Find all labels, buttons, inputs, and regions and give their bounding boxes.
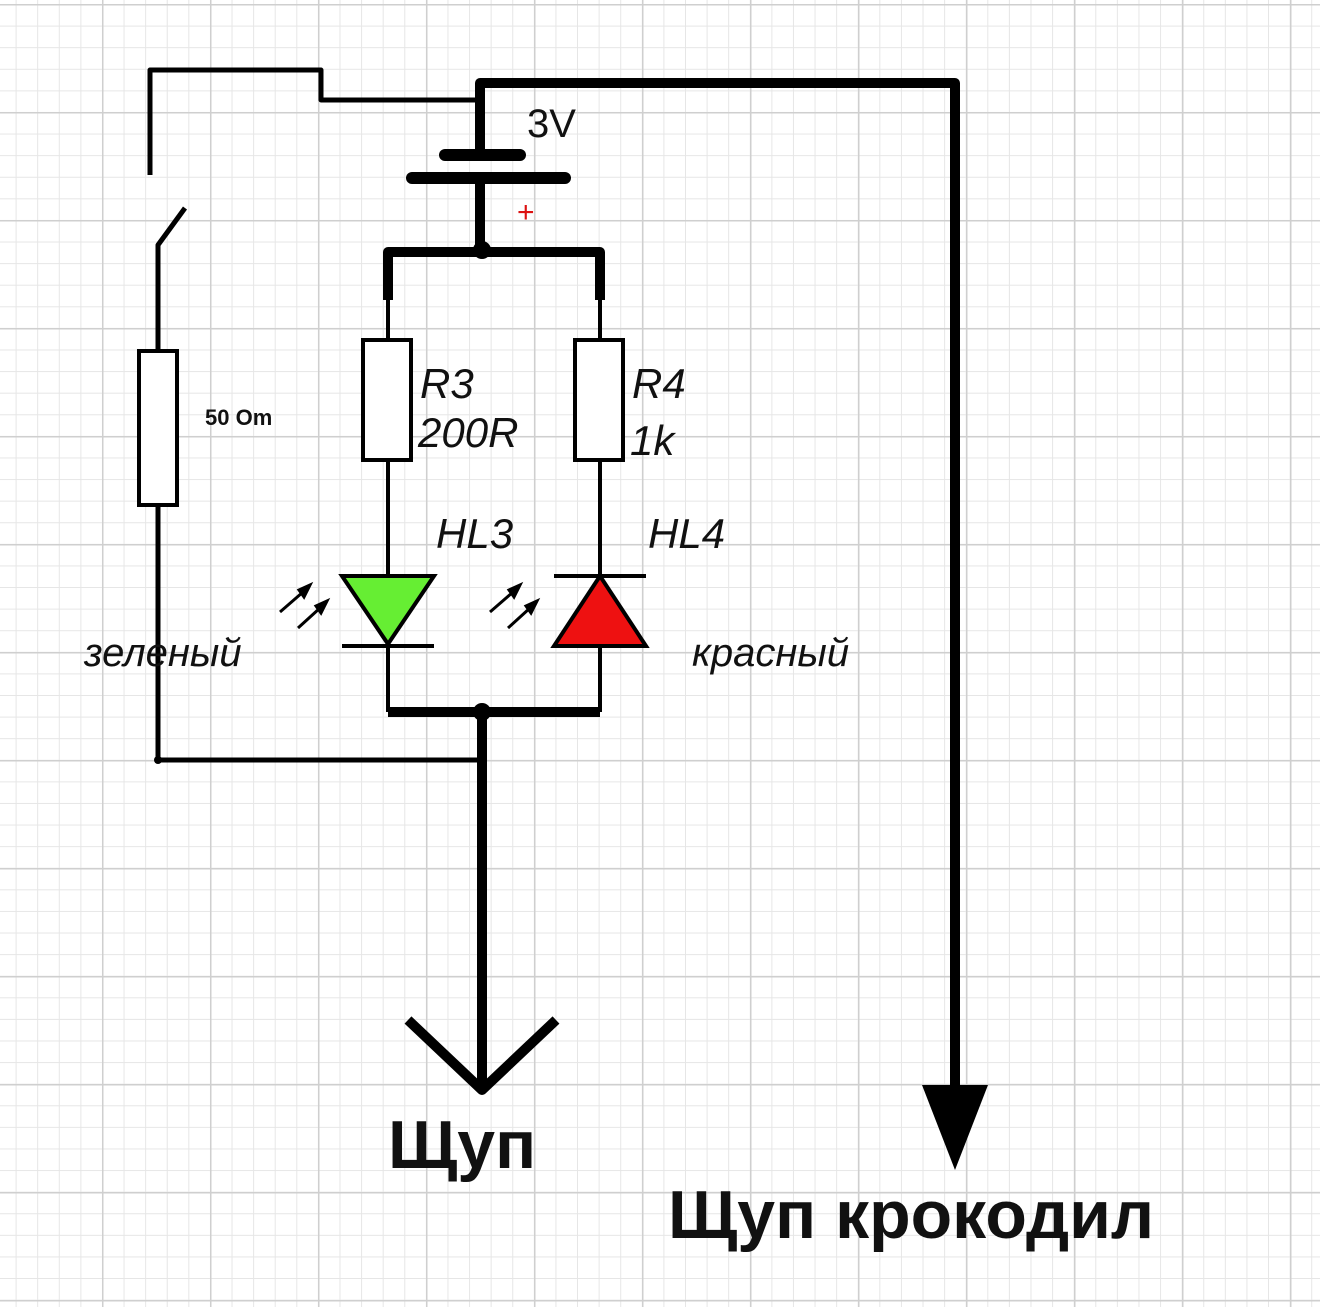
resistor-r4-value: 1k	[630, 417, 676, 464]
led-hl4	[550, 572, 650, 648]
clip-probe-label: Щуп крокодил	[668, 1177, 1154, 1253]
led-hl3	[338, 574, 438, 648]
junction-dot-bottom	[473, 703, 491, 721]
junction-dot-top	[473, 241, 491, 259]
probe-label: Щуп	[388, 1107, 536, 1183]
resistor-r4	[573, 338, 625, 462]
led-hl3-body	[338, 574, 438, 648]
junction-dot-left	[154, 756, 162, 764]
resistor-r3	[361, 338, 413, 462]
led-hl3-ref: HL3	[436, 510, 513, 557]
clip-probe-arrow-icon	[922, 1085, 988, 1170]
battery-voltage-label: 3V	[527, 102, 576, 146]
led-hl4-body	[550, 572, 650, 648]
resistor-r4-ref: R4	[632, 360, 686, 407]
wire-main	[383, 78, 960, 1090]
resistor-50om	[137, 349, 179, 507]
battery-symbol	[406, 149, 571, 184]
led-hl4-ref: HL4	[648, 510, 725, 557]
resistor-r3-value: 200R	[417, 409, 518, 456]
led-hl3-color-label: зеленый	[83, 631, 242, 675]
resistor-r3-ref: R3	[420, 360, 474, 407]
light-arrows-icon	[279, 581, 541, 630]
led-hl4-color-label: красный	[692, 631, 849, 675]
probe-arrow-icon	[404, 1016, 560, 1095]
resistor-50om-value: 50 Om	[205, 405, 272, 430]
battery-plus-label: +	[517, 196, 535, 229]
